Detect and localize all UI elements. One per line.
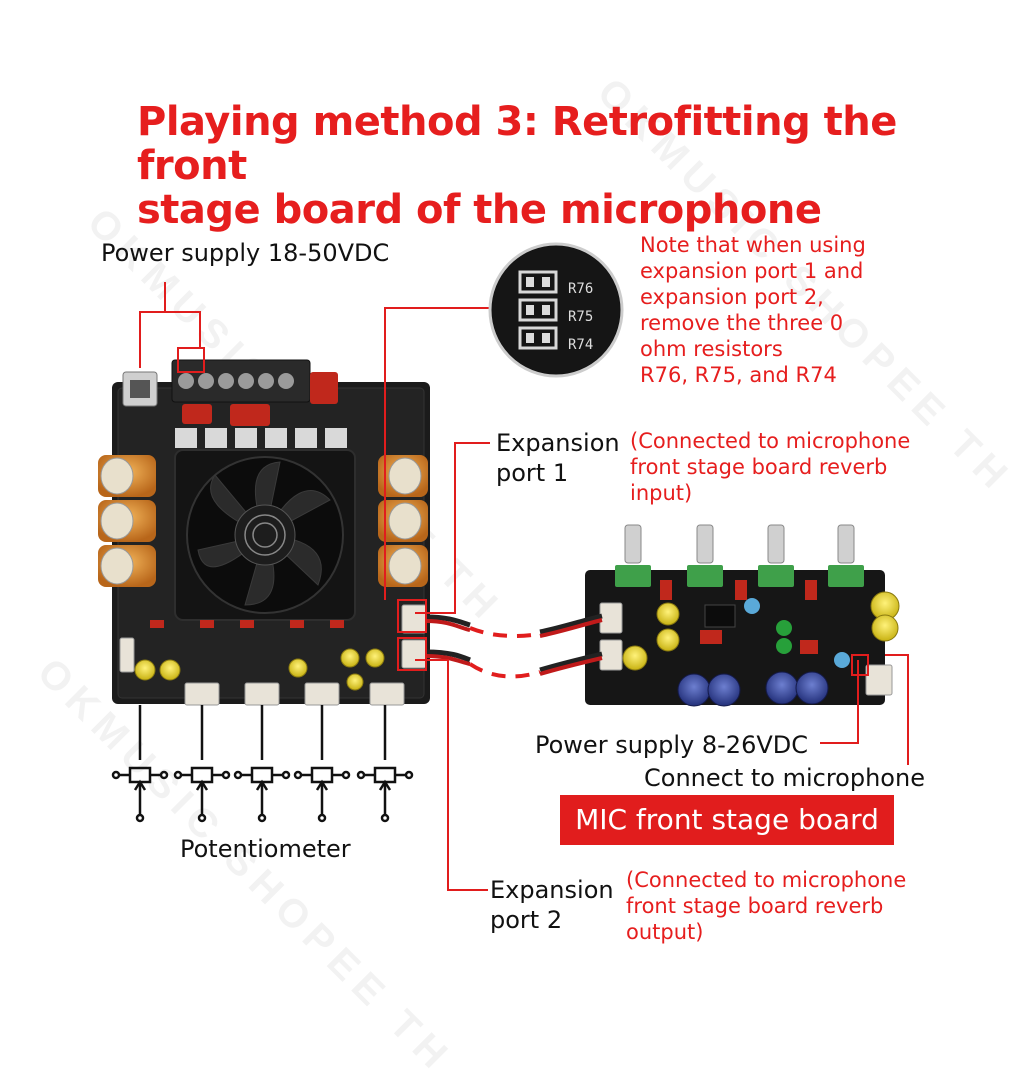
exp1-note-line-3: input) [630, 481, 693, 505]
resistor-label-r75: R75 [568, 309, 594, 325]
potentiometer-symbol-2 [173, 705, 231, 823]
title-line-2: stage board of the microphone [137, 187, 822, 233]
resistor-note: Note that when using expansion port 1 an… [640, 232, 930, 388]
mic-board-badge: MIC front stage board [560, 795, 894, 845]
note-line-2: expansion port 1 and [640, 259, 864, 283]
capacitor-group-left [98, 455, 156, 587]
wiring-diagram [98, 242, 909, 891]
note-line-6: R76, R75, and R74 [640, 363, 837, 387]
zoom-resistor-labels: R76 R75 R74 [568, 275, 593, 359]
title-line-1: Playing method 3: Retrofitting the front [137, 99, 897, 189]
expansion-port-2-label: Expansion port 2 [490, 875, 614, 935]
cable-exp2 [425, 649, 603, 679]
exp1-line-2: port 1 [496, 459, 569, 487]
exp2-note-line-3: output) [626, 920, 704, 944]
exp2-line-1: Expansion [490, 876, 614, 904]
resistor-zoom [488, 242, 624, 378]
exp2-note-line-1: (Connected to microphone [626, 868, 907, 892]
resistor-label-r76: R76 [568, 281, 594, 297]
callout-lines [139, 282, 909, 891]
cable-exp1 [425, 613, 603, 638]
note-line-5: ohm resistors [640, 337, 783, 361]
exp2-note-line-2: front stage board reverb [626, 894, 884, 918]
capacitor-group-right [378, 455, 428, 587]
power-supply-mic-label: Power supply 8-26VDC [535, 731, 808, 759]
expansion-port-1-note: (Connected to microphone front stage boa… [630, 428, 960, 506]
exp1-note-line-2: front stage board reverb [630, 455, 888, 479]
note-line-1: Note that when using [640, 233, 866, 257]
mic-board [585, 524, 900, 707]
exp2-line-2: port 2 [490, 906, 563, 934]
power-supply-main-label: Power supply 18-50VDC [101, 239, 390, 267]
potentiometer-symbol-4 [293, 705, 351, 823]
potentiometer-symbol-1 [111, 705, 169, 823]
potentiometer-symbol-5 [356, 705, 414, 823]
expansion-port-2-note: (Connected to microphone front stage boa… [626, 867, 956, 945]
exp1-note-line-1: (Connected to microphone [630, 429, 911, 453]
potentiometer-symbols [111, 705, 414, 823]
expansion-port-1-label: Expansion port 1 [496, 428, 620, 488]
note-line-4: remove the three 0 [640, 311, 844, 335]
note-line-3: expansion port 2, [640, 285, 824, 309]
potentiometer-symbol-3 [233, 705, 291, 823]
exp1-line-1: Expansion [496, 429, 620, 457]
potentiometer-label: Potentiometer [180, 835, 351, 863]
resistor-label-r74: R74 [568, 337, 594, 353]
amplifier-board [98, 359, 430, 706]
page-title: Playing method 3: Retrofitting the front… [137, 100, 937, 232]
connect-microphone-label: Connect to microphone [644, 764, 925, 792]
